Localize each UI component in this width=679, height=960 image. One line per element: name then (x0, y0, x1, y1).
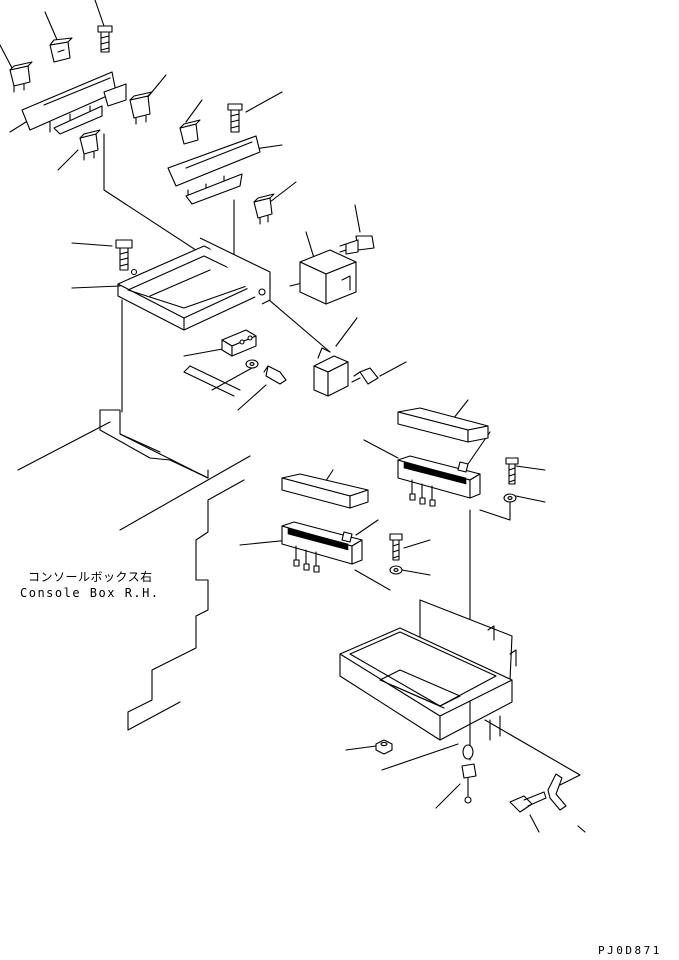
washer-icon (389, 565, 403, 575)
washer-icon (245, 359, 259, 369)
upper-relay-bracket (21, 71, 127, 135)
bolt-icon (115, 239, 133, 271)
terminal-block (397, 455, 481, 507)
middle-relay-bracket (167, 135, 261, 205)
relay-icon (253, 193, 275, 225)
relay-unit (313, 347, 349, 397)
console-box-label-english: Console Box R.H. (20, 586, 160, 600)
bolt-icon (351, 367, 379, 385)
console-box-outline (99, 409, 251, 731)
bolt-icon (227, 103, 243, 133)
strip-bracket (183, 365, 241, 397)
clip-icon (461, 744, 477, 804)
connector-block (221, 329, 257, 357)
controller-box (299, 249, 357, 305)
connector-cover (397, 407, 489, 443)
bolt-icon (339, 235, 375, 255)
console-box-label-japanese: コンソールボックス右 (28, 570, 153, 584)
relay-icon (79, 129, 101, 161)
clamp-icon (547, 773, 567, 811)
bolt-icon (509, 791, 547, 813)
washer-icon (503, 493, 517, 503)
terminal-block (281, 521, 363, 573)
drawing-code: PJ0D871 (598, 944, 662, 957)
nut-icon (375, 739, 393, 755)
bolt-icon (263, 365, 287, 385)
relay-icon (9, 61, 33, 93)
connector-cover (281, 473, 369, 509)
bolt-icon (389, 533, 403, 561)
mounting-plate (117, 237, 271, 331)
relay-icon (49, 37, 73, 63)
relay-icon (179, 119, 201, 145)
lower-bracket-plate (339, 599, 517, 741)
bolt-icon (505, 457, 519, 485)
bolt-icon (97, 25, 113, 53)
relay-icon (129, 91, 153, 125)
leader-lines (0, 0, 586, 833)
